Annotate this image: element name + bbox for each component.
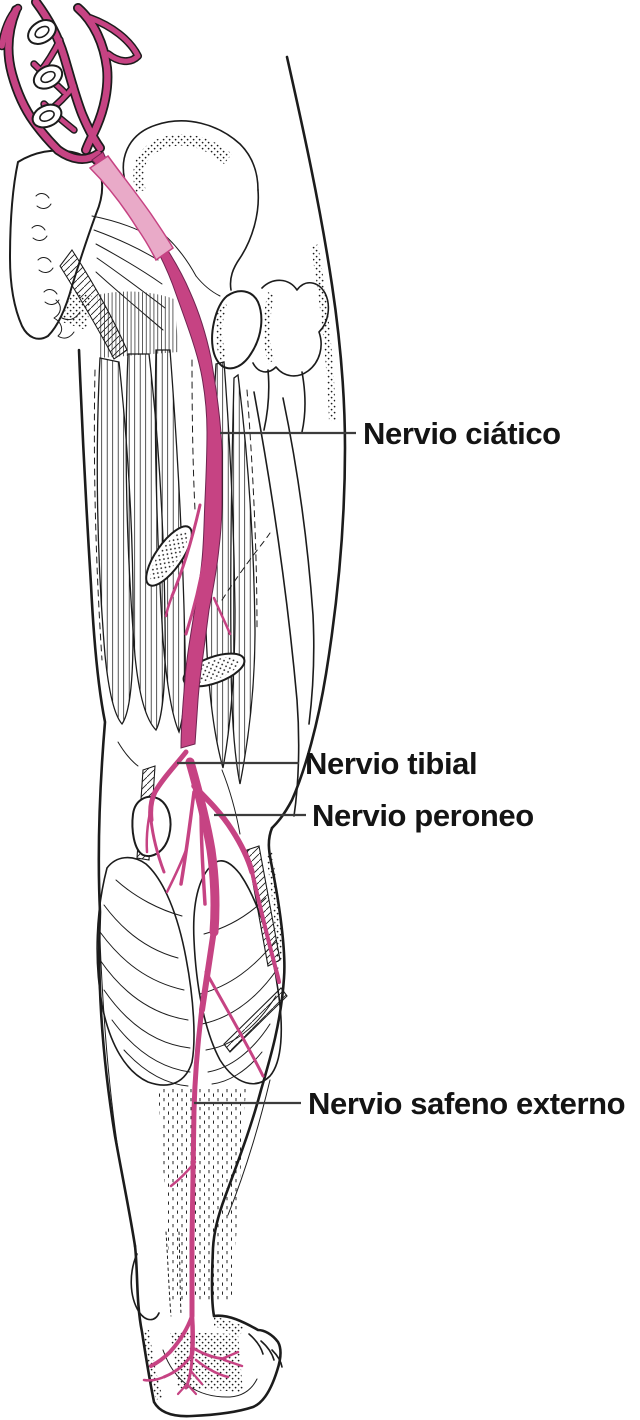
cut-muscle-ovals xyxy=(145,525,246,688)
iliotibial-line-2 xyxy=(282,397,315,725)
piriformis-overlay-segment xyxy=(88,154,174,262)
thigh-small-branches xyxy=(164,503,232,636)
label-nervio-ciatico: Nervio ciático xyxy=(363,416,561,451)
foot-nerve-branches xyxy=(142,1313,244,1396)
calf-muscles xyxy=(96,856,288,1300)
spine-and-nerve-roots xyxy=(0,0,142,164)
left-leg-contour xyxy=(77,348,137,1248)
peroneal-nerve xyxy=(191,783,281,984)
knee-structures xyxy=(117,741,282,967)
gastrocnemius-lateral xyxy=(192,859,283,1085)
vertebrae xyxy=(27,19,64,129)
fascia-band xyxy=(223,987,288,1053)
label-nervio-peroneo: Nervio peroneo xyxy=(312,798,534,833)
gastrocnemius-medial xyxy=(96,856,195,1086)
sacral-foramina xyxy=(31,193,60,305)
iliotibial-line-1 xyxy=(253,391,300,817)
pelvis-bones xyxy=(122,120,336,433)
label-nervio-tibial: Nervio tibial xyxy=(305,746,477,781)
hip-thigh-contour xyxy=(270,55,347,830)
achilles-region xyxy=(158,1088,246,1300)
muscle-striation-lines xyxy=(93,359,271,661)
label-nervio-safeno-externo: Nervio safeno externo xyxy=(308,1086,625,1121)
spinal-nerve-roots xyxy=(0,0,141,163)
toe-marks xyxy=(248,1333,283,1368)
sciatic-nerve-trunk xyxy=(91,151,223,749)
malleolus-curve xyxy=(130,1253,160,1321)
greater-trochanter-bone xyxy=(252,279,330,377)
labels: Nervio ciático Nervio tibial Nervio pero… xyxy=(177,416,626,1121)
thigh-muscles xyxy=(93,349,315,817)
gluteal-muscles xyxy=(59,215,179,360)
sciatic-nerve xyxy=(88,151,281,1396)
sural-nerve xyxy=(169,970,265,1319)
